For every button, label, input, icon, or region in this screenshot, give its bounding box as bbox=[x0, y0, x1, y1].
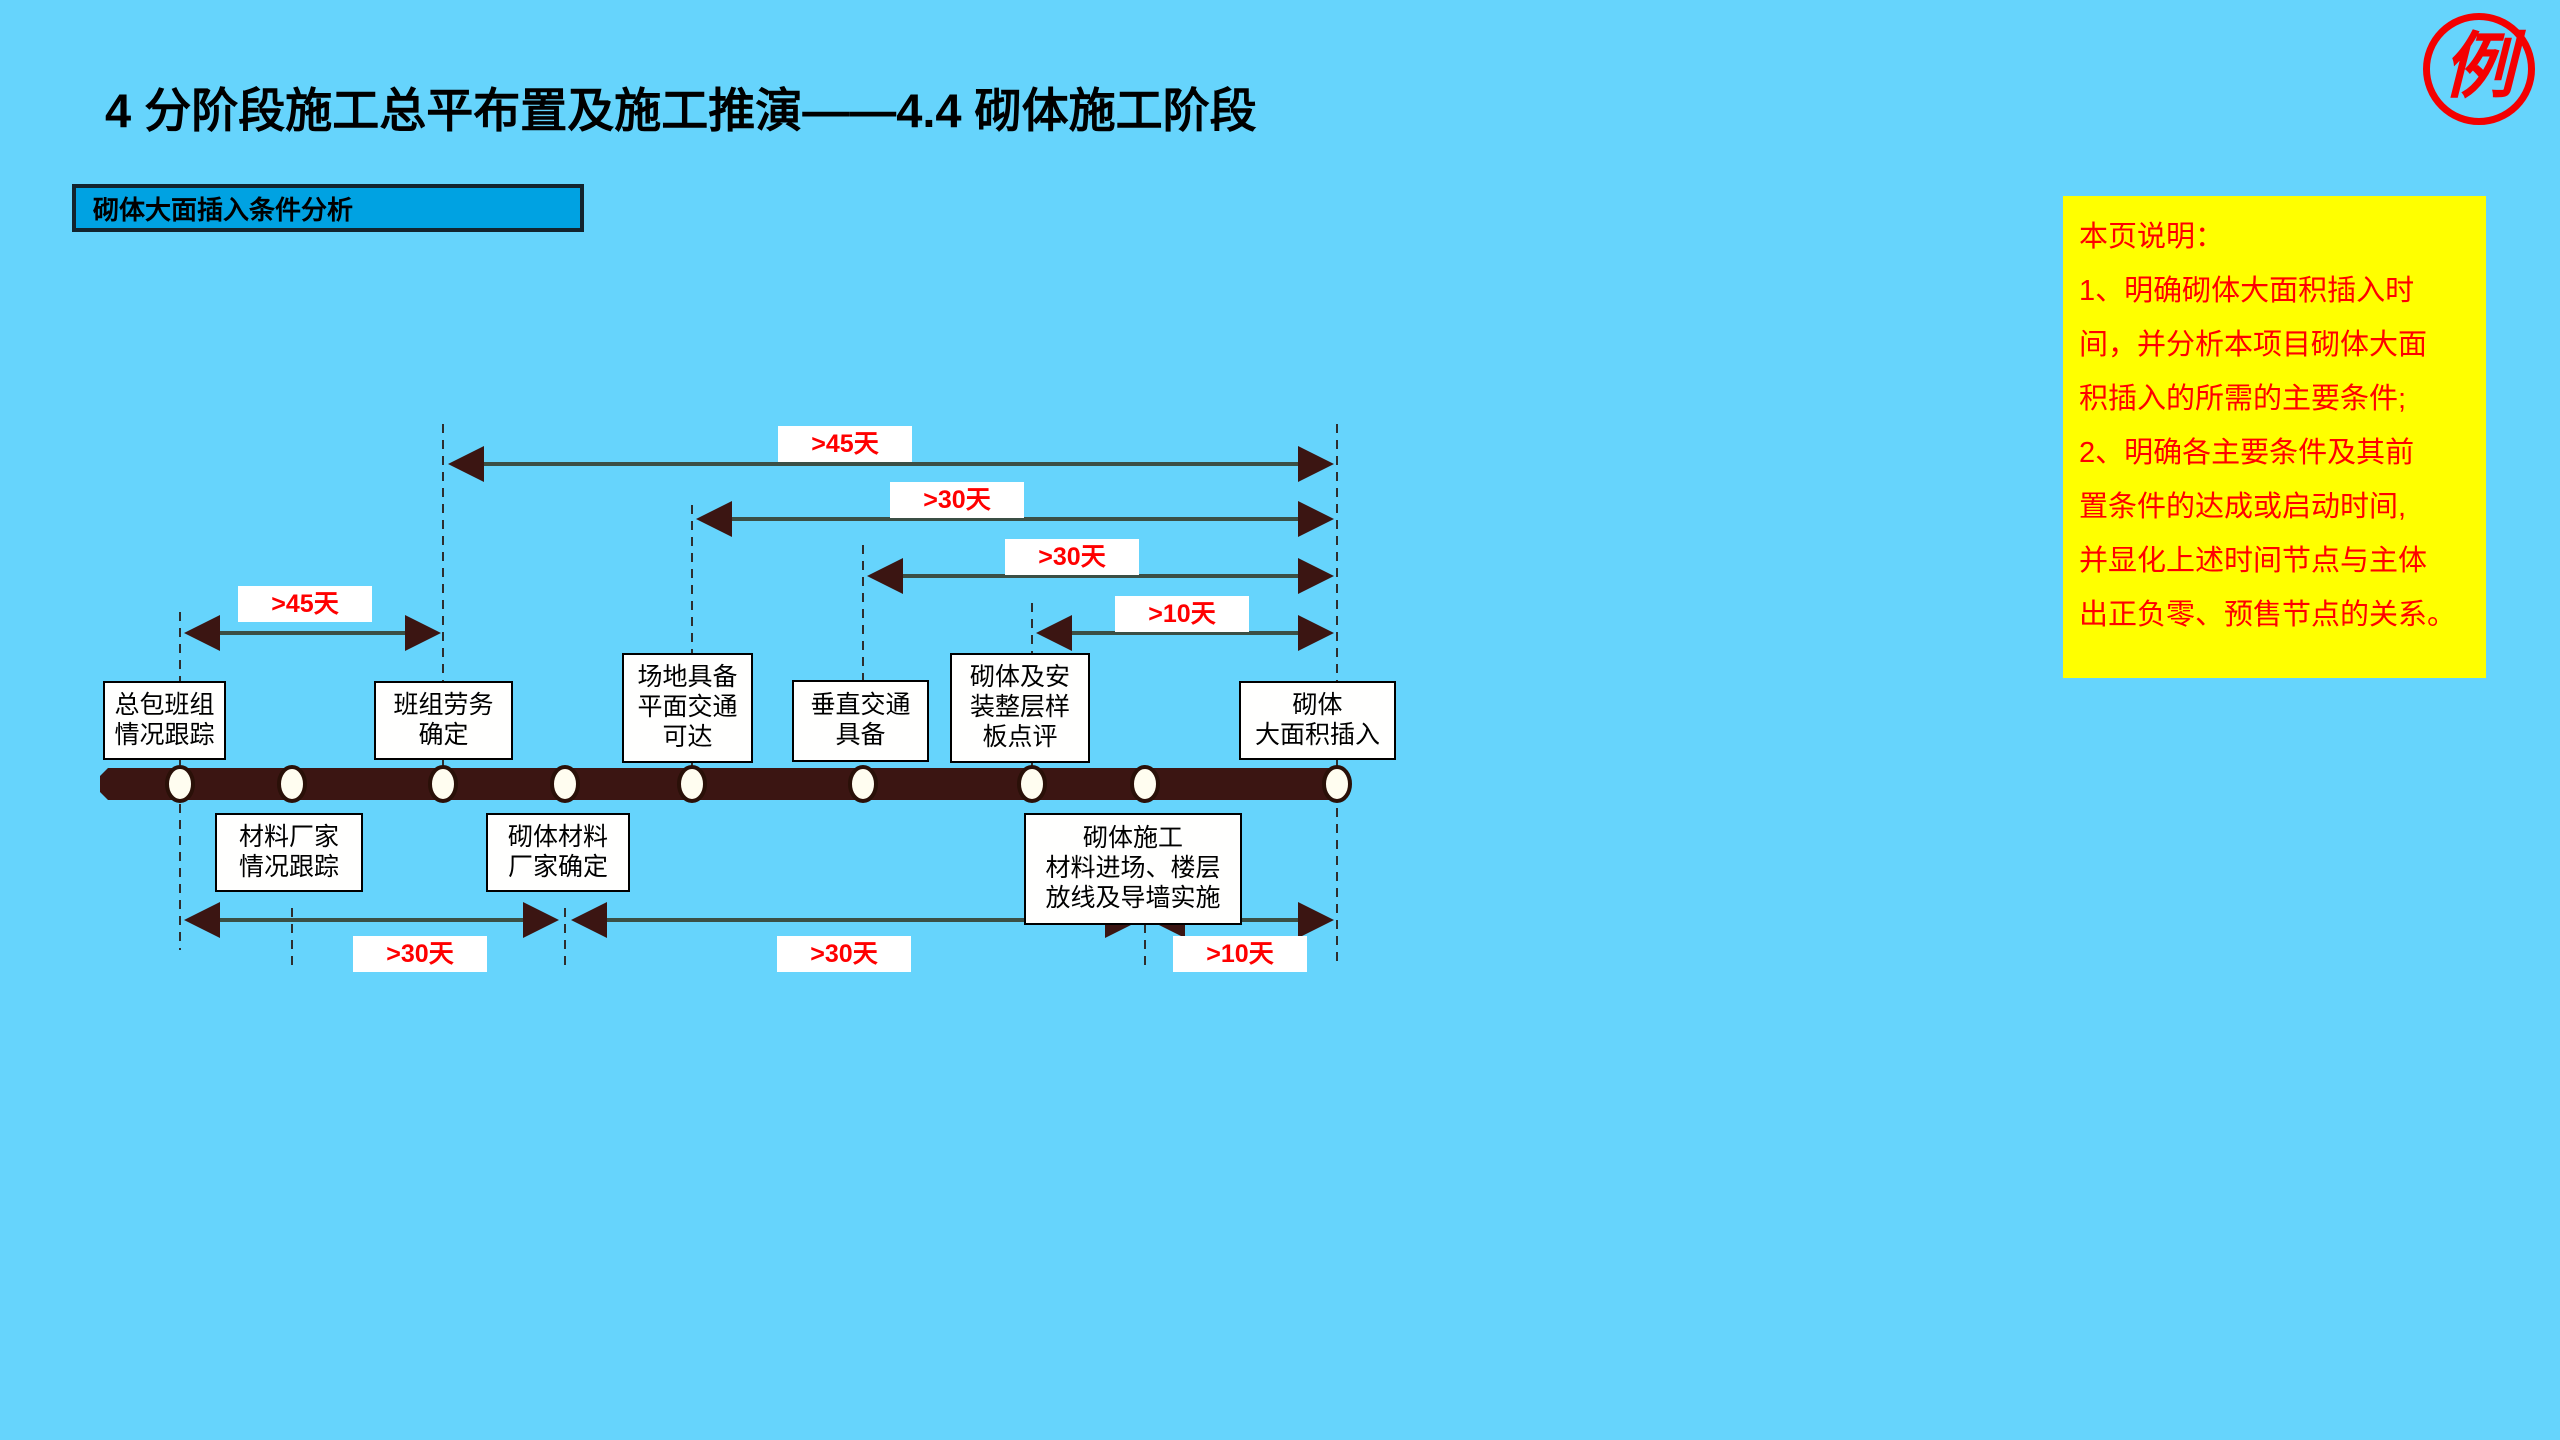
duration-label: >45天 bbox=[238, 586, 372, 622]
milestone-box[interactable]: 砌体 大面积插入 bbox=[1239, 681, 1396, 760]
milestone-box[interactable]: 砌体及安 装整层样 板点评 bbox=[950, 653, 1090, 763]
duration-label: >30天 bbox=[890, 482, 1024, 518]
example-stamp-label: 例 bbox=[2442, 27, 2515, 107]
page-note-callout: 本页说明： 1、明确砌体大面积插入时 间，并分析本项目砌体大面 积插入的所需的主… bbox=[2063, 196, 2486, 678]
timeline-node bbox=[1322, 765, 1352, 803]
duration-label: >30天 bbox=[353, 936, 487, 972]
duration-label: >30天 bbox=[777, 936, 911, 972]
timeline-node bbox=[165, 765, 195, 803]
section-header-box: 砌体大面插入条件分析 bbox=[72, 184, 584, 232]
milestone-box[interactable]: 总包班组 情况跟踪 bbox=[103, 681, 226, 760]
note-line: 并显化上述时间节点与主体 bbox=[2079, 545, 2428, 577]
milestone-box[interactable]: 砌体施工 材料进场、楼层 放线及导墙实施 bbox=[1024, 813, 1242, 925]
note-line: 置条件的达成或启动时间, bbox=[2079, 491, 2407, 523]
duration-label: >30天 bbox=[1005, 539, 1139, 575]
note-line: 出正负零、预售节点的关系。 bbox=[2079, 599, 2457, 631]
example-stamp: 例 bbox=[2423, 13, 2535, 125]
timeline-node bbox=[1017, 765, 1047, 803]
milestone-box[interactable]: 砌体材料 厂家确定 bbox=[486, 813, 630, 892]
milestone-box[interactable]: 材料厂家 情况跟踪 bbox=[215, 813, 363, 892]
note-line: 间，并分析本项目砌体大面 bbox=[2079, 329, 2428, 361]
milestone-box[interactable]: 班组劳务 确定 bbox=[374, 681, 513, 760]
timeline-node bbox=[1130, 765, 1160, 803]
upper-duration-arrows bbox=[448, 446, 1334, 651]
page-title: 4 分阶段施工总平布置及施工推演——4.4 砌体施工阶段 bbox=[105, 84, 1257, 137]
note-line: 本页说明： bbox=[2079, 221, 2225, 253]
timeline-node bbox=[677, 765, 707, 803]
timeline-node bbox=[848, 765, 878, 803]
timeline-node bbox=[550, 765, 580, 803]
timeline-node bbox=[277, 765, 307, 803]
timeline-node bbox=[428, 765, 458, 803]
note-line: 2、明确各主要条件及其前 bbox=[2079, 437, 2415, 469]
milestone-box[interactable]: 场地具备 平面交通 可达 bbox=[622, 653, 753, 763]
duration-label: >10天 bbox=[1173, 936, 1307, 972]
duration-label: >10天 bbox=[1115, 596, 1249, 632]
milestone-box[interactable]: 垂直交通 具备 bbox=[792, 680, 929, 762]
duration-label: >45天 bbox=[778, 426, 912, 462]
note-line: 积插入的所需的主要条件; bbox=[2079, 383, 2407, 415]
note-line: 1、明确砌体大面积插入时 bbox=[2079, 275, 2415, 307]
timeline-nodes bbox=[165, 765, 1352, 803]
section-header-label: 砌体大面插入条件分析 bbox=[93, 194, 354, 225]
